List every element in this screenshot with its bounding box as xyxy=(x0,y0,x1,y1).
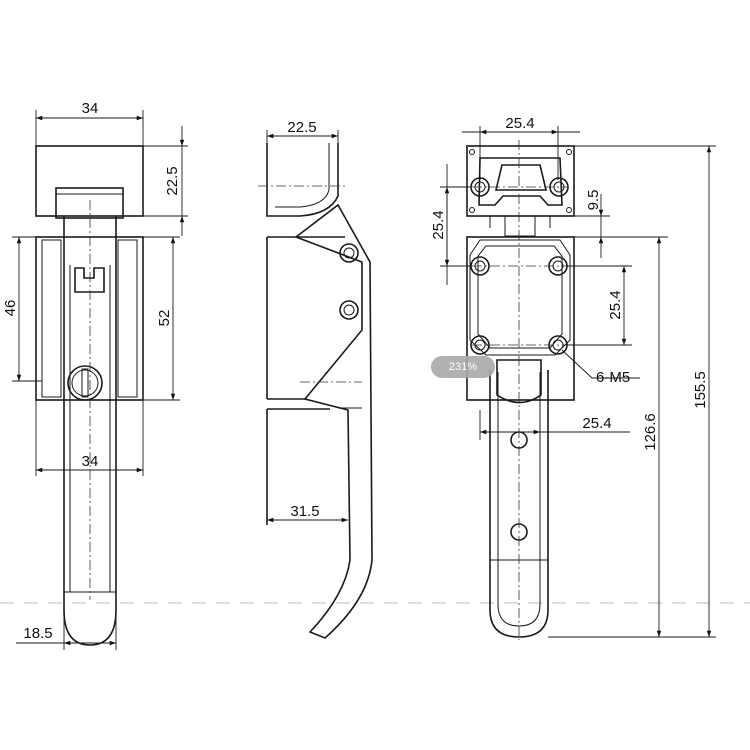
back-view: 25.4 25.4 9.5 25.4 6-M5 25.4 126.6 xyxy=(430,115,716,640)
zoom-indicator: 231% xyxy=(431,356,495,378)
back-dim-mount-length: 126.6 xyxy=(642,413,659,451)
front-dim-head-height: 22.5 xyxy=(164,166,181,195)
back-dim-left-height: 25.4 xyxy=(430,210,447,239)
side-view: 22.5 31.5 xyxy=(258,119,373,639)
front-dim-top-width: 34 xyxy=(82,100,99,117)
front-dim-mid-width: 34 xyxy=(82,453,99,470)
back-hole-callout: 6-M5 xyxy=(596,369,630,386)
back-dim-top-width: 25.4 xyxy=(505,115,534,132)
back-dim-offset: 9.5 xyxy=(585,190,602,211)
front-dim-right-height: 52 xyxy=(156,310,173,327)
side-dim-top-width: 22.5 xyxy=(287,119,316,136)
side-dim-reach: 31.5 xyxy=(290,503,319,520)
back-dim-hole-spacing: 25.4 xyxy=(582,415,611,432)
front-view: 34 22.5 46 52 34 18.5 xyxy=(2,100,188,650)
back-dim-overall-length: 155.5 xyxy=(692,371,709,409)
front-dim-bottom-width: 18.5 xyxy=(23,625,52,642)
back-dim-mid-height: 25.4 xyxy=(607,290,624,319)
front-dim-left-height: 46 xyxy=(2,300,19,317)
